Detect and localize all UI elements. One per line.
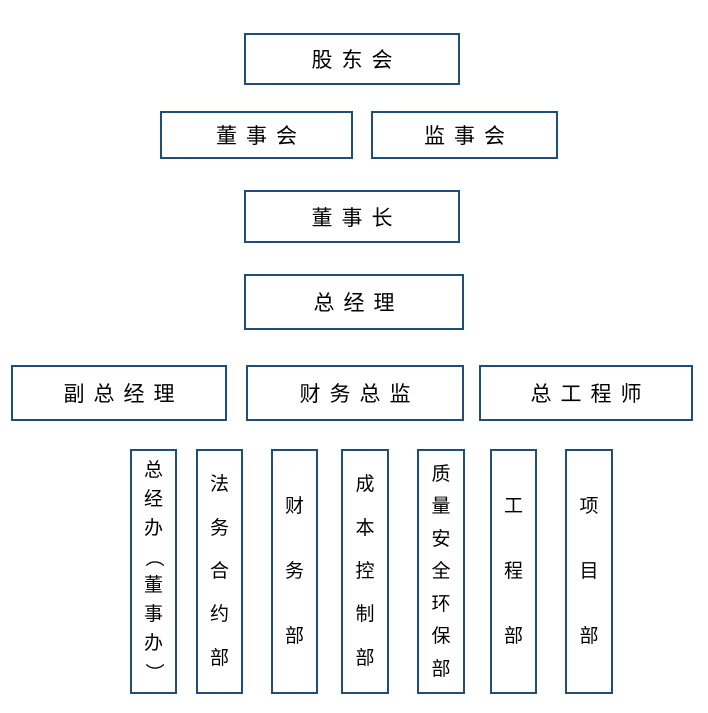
departments-row: 总经办（董事办）法务合约部财务部成本控制部质量安全环保部工程部项目部 — [0, 449, 708, 694]
dept-box-4: 成本控制部 — [341, 449, 389, 694]
dept-box-character: 法 — [209, 474, 229, 496]
dept-box-character: 办 — [143, 633, 163, 655]
org-box-chairman: 董事长 — [244, 190, 460, 243]
dept-box-6: 工程部 — [490, 449, 537, 694]
dept-box-character: 工 — [503, 496, 523, 517]
dept-box-character: 环 — [431, 593, 451, 615]
dept-box-character: 量 — [431, 496, 451, 517]
dept-box-character: ） — [142, 662, 164, 683]
dept-box-7: 项目部 — [565, 449, 613, 694]
dept-box-character: （ — [142, 547, 164, 567]
dept-box-character: 程 — [503, 561, 523, 582]
dept-box-character: 部 — [579, 626, 599, 647]
org-box-general-manager: 总经理 — [244, 274, 464, 330]
dept-box-character: 部 — [431, 658, 451, 680]
org-box-board-of-directors: 董事会 — [160, 111, 353, 159]
dept-box-character: 质 — [431, 463, 451, 485]
dept-box-character: 部 — [209, 647, 229, 669]
org-box-finance-director: 财务总监 — [246, 365, 464, 421]
dept-box-character: 项 — [579, 496, 599, 517]
dept-box-character: 事 — [143, 604, 163, 626]
dept-box-character: 约 — [209, 604, 229, 626]
dept-box-character: 总 — [143, 459, 163, 481]
dept-box-character: 制 — [355, 604, 375, 626]
dept-box-character: 成 — [355, 474, 375, 496]
dept-box-character: 本 — [355, 517, 375, 539]
dept-box-character: 全 — [431, 561, 451, 582]
org-box-chief-engineer: 总工程师 — [479, 365, 693, 421]
dept-box-character: 保 — [431, 626, 451, 647]
dept-box-character: 务 — [209, 517, 229, 539]
dept-box-character: 控 — [355, 560, 375, 582]
dept-box-character: 办 — [143, 517, 163, 539]
dept-box-3: 财务部 — [271, 449, 318, 694]
dept-box-character: 部 — [284, 626, 304, 647]
dept-box-character: 董 — [143, 575, 163, 597]
dept-box-character: 务 — [284, 561, 304, 582]
dept-box-2: 法务合约部 — [196, 449, 243, 694]
dept-box-character: 安 — [431, 528, 451, 550]
org-box-shareholders-meeting: 股东会 — [244, 33, 460, 85]
dept-box-1: 总经办（董事办） — [130, 449, 177, 694]
dept-box-character: 部 — [503, 626, 523, 647]
dept-box-5: 质量安全环保部 — [417, 449, 465, 694]
dept-box-character: 财 — [284, 496, 304, 517]
dept-box-character: 合 — [209, 560, 229, 582]
dept-box-character: 部 — [355, 647, 375, 669]
org-box-deputy-general-manager: 副总经理 — [11, 365, 227, 421]
org-box-supervisory-board: 监事会 — [371, 111, 558, 159]
dept-box-character: 目 — [579, 561, 599, 582]
dept-box-character: 经 — [143, 488, 163, 510]
